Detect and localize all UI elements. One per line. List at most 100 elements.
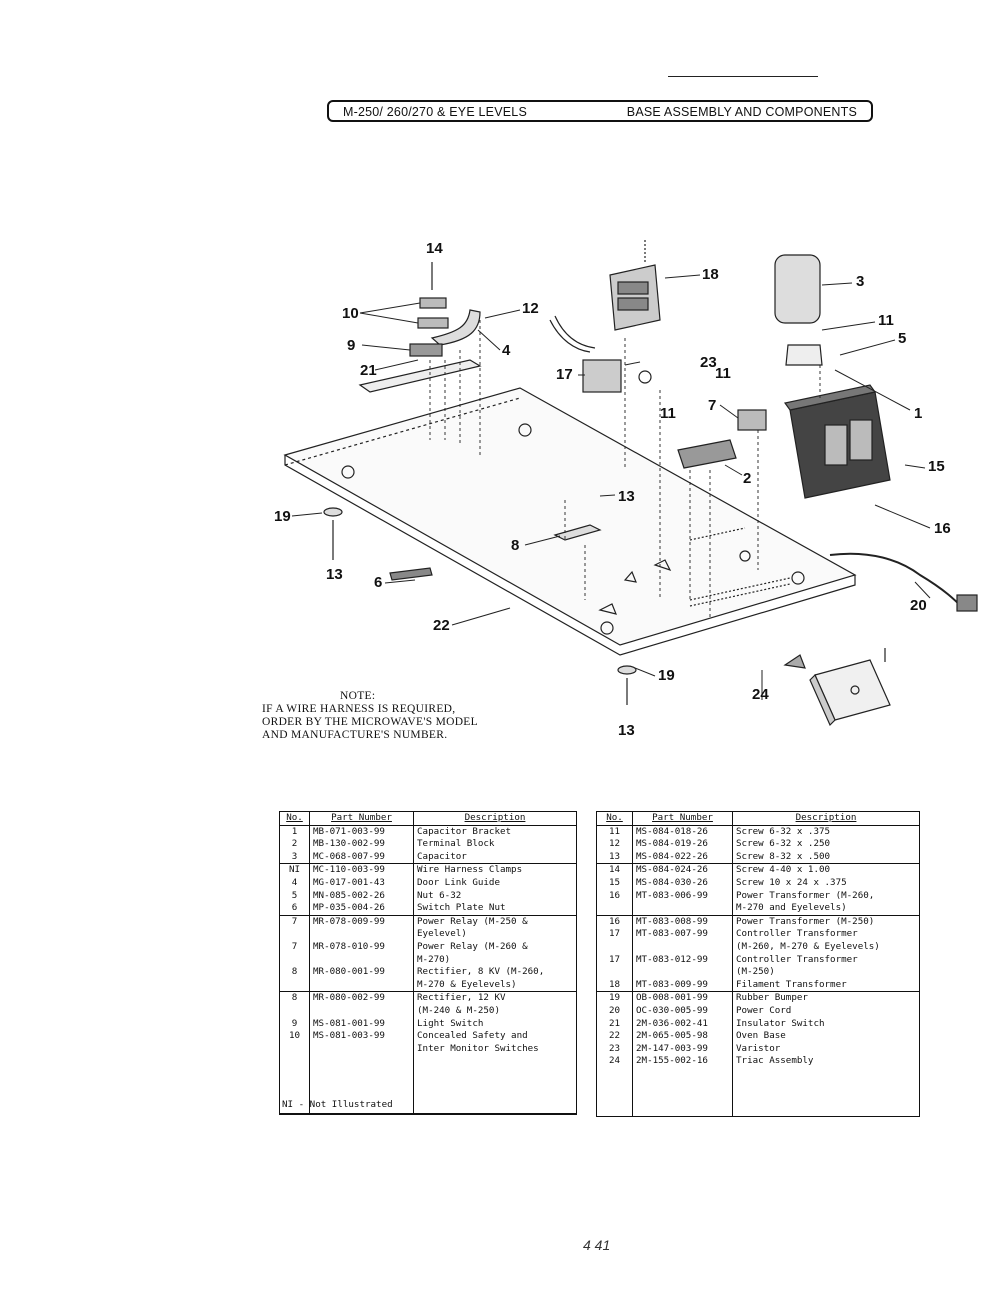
cell-part-number: MS-081-001-99 xyxy=(309,1017,414,1031)
cell-part-number: MR-080-001-99 xyxy=(309,966,414,979)
cell-description: Controller Transformer xyxy=(736,928,858,940)
col-header-no: No. xyxy=(596,811,633,826)
cell-part-number: MC-110-003-99 xyxy=(309,863,414,877)
cell-description: Power Transformer (M-250) xyxy=(732,914,920,929)
cell-description: Rectifier, 12 KV xyxy=(413,991,577,1005)
cell-no: 2 xyxy=(279,838,310,851)
model-label: M-250/ 260/270 & EYE LEVELS xyxy=(343,105,527,119)
cell-description: (M-260, M-270 & Eyelevels) xyxy=(736,940,880,952)
cell-part-number: 2M-036-002-41 xyxy=(632,1017,733,1031)
cell-part-number: MR-078-009-99 xyxy=(309,914,414,929)
cell-no: 21 xyxy=(596,1017,633,1031)
page-signature: 4 41 xyxy=(583,1237,611,1253)
cell-no: 11 xyxy=(596,825,633,839)
cell-no: 6 xyxy=(279,902,310,916)
callout-4: 4 xyxy=(502,342,511,359)
cell-part-number: MT-083-006-99 xyxy=(632,889,733,903)
cell-no xyxy=(279,1004,310,1018)
cell-no: 20 xyxy=(596,1004,633,1018)
section-title: BASE ASSEMBLY AND COMPONENTS xyxy=(626,105,857,119)
cell-no xyxy=(596,966,633,979)
cell-description: Concealed Safety and xyxy=(417,1030,528,1042)
cell-description: Screw 4-40 x 1.00 xyxy=(732,863,920,877)
filament-transformer xyxy=(609,240,661,331)
table-row: M-270 & Eyelevels) xyxy=(279,978,577,992)
cell-description: Controller Transformer xyxy=(736,953,858,965)
triac-assembly xyxy=(783,648,891,727)
cell-no: NI xyxy=(279,863,310,877)
cell-part-number: MT-083-012-99 xyxy=(632,953,733,967)
callout-13: 13 xyxy=(326,566,343,583)
callout-24: 24 xyxy=(752,686,769,703)
cell-description: Eyelevel) xyxy=(417,928,467,940)
cell-description: (M-240 & M-250) xyxy=(417,1004,500,1016)
cell-no: 15 xyxy=(596,876,633,890)
power-transformer xyxy=(783,384,891,499)
leader-lines xyxy=(291,274,931,700)
cell-description: Switch Plate Nut xyxy=(417,902,506,914)
cell-no: 22 xyxy=(596,1030,633,1043)
cell-description: Screw 10 x 24 x .375 xyxy=(736,876,847,888)
switch-bracket-assembly xyxy=(358,262,482,393)
cell-part-number: MG-017-001-43 xyxy=(309,876,414,890)
cell-part-number xyxy=(309,1004,414,1018)
cell-part-number: MR-080-002-99 xyxy=(309,991,414,1005)
cell-part-number xyxy=(309,953,414,967)
cell-description: Screw 6-32 x .375 xyxy=(736,825,831,837)
cell-part-number: MS-084-019-26 xyxy=(632,838,733,851)
callout-11: 11 xyxy=(878,312,894,329)
callout-6: 6 xyxy=(374,574,383,591)
cell-no: 14 xyxy=(596,863,633,877)
cell-description: Screw 6-32 x .250 xyxy=(736,838,831,850)
rectifier xyxy=(553,524,602,541)
cell-part-number: OC-030-005-99 xyxy=(632,1004,733,1018)
capacitor xyxy=(774,254,823,366)
cell-no: 18 xyxy=(596,978,633,992)
cell-description: (M-250) xyxy=(736,966,775,978)
cell-description: Inter Monitor Switches xyxy=(417,1042,539,1054)
cell-part-number: MS-084-022-26 xyxy=(632,850,733,864)
not-illustrated-legend: NI - Not Illustrated xyxy=(282,1099,393,1110)
cell-description: Oven Base xyxy=(736,1030,786,1042)
power-cord xyxy=(829,552,978,612)
oven-base xyxy=(283,387,857,656)
cell-part-number: MP-035-004-26 xyxy=(309,902,414,916)
cell-no: 8 xyxy=(279,966,310,979)
cell-no: 19 xyxy=(596,991,633,1005)
cell-description: Terminal Block xyxy=(417,838,495,850)
bumpers xyxy=(323,507,637,705)
terminal-block xyxy=(677,439,737,469)
callout-19b: 19 xyxy=(658,667,675,684)
cell-no: 12 xyxy=(596,838,633,851)
cell-description: M-270) xyxy=(417,953,451,965)
cell-description: Power Relay (M-260 & xyxy=(417,940,528,952)
cell-part-number: MT-083-009-99 xyxy=(632,978,733,992)
wire-harness-note: NOTE: IF A WIRE HARNESS IS REQUIRED, ORD… xyxy=(262,690,478,742)
cell-part-number: MB-130-002-99 xyxy=(309,838,414,851)
callout-7: 7 xyxy=(708,397,717,414)
callout-5: 5 xyxy=(898,330,907,347)
cell-description: Wire Harness Clamps xyxy=(413,863,577,877)
cell-part-number xyxy=(632,966,733,979)
cell-no: 24 xyxy=(596,1055,633,1068)
cell-part-number: MR-078-010-99 xyxy=(309,940,414,954)
callout-8: 8 xyxy=(511,537,520,554)
callout-14: 14 xyxy=(426,240,443,257)
note-line: IF A WIRE HARNESS IS REQUIRED, xyxy=(262,703,456,715)
assembly-lines xyxy=(429,320,821,620)
